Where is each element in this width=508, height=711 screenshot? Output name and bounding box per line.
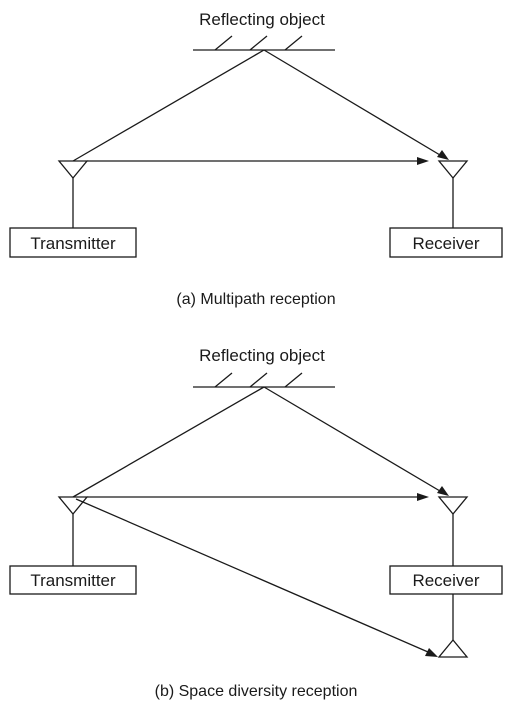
caption-a: (a) Multipath reception — [176, 291, 335, 308]
transmitter-box: Transmitter — [9, 565, 137, 595]
reflecting-object-label: Reflecting object — [199, 10, 325, 29]
transmitter-antenna — [57, 496, 89, 566]
antenna-icon — [57, 496, 89, 516]
receiver-box: Receiver — [389, 227, 503, 258]
antenna-icon — [437, 496, 469, 516]
receiver-box: Receiver — [389, 565, 503, 595]
arrowhead — [437, 150, 449, 160]
receiver-antenna — [437, 160, 469, 228]
receiver-label: Receiver — [412, 234, 479, 253]
panel-multipath: Reflecting object Transmitter Receiver — [9, 10, 503, 308]
panel-space-diversity: Reflecting object Transmitter — [9, 346, 503, 700]
diversity-path-arrow — [75, 498, 429, 653]
antenna-icon — [57, 160, 89, 180]
hatch-mark — [249, 35, 268, 51]
reflected-path-outgoing — [263, 386, 446, 495]
arrowhead — [425, 648, 438, 657]
hatch-mark — [249, 372, 268, 388]
transmitter-box: Transmitter — [9, 227, 137, 258]
transmitter-antenna — [57, 160, 89, 228]
caption-b: (b) Space diversity reception — [155, 683, 358, 700]
hatch-mark — [284, 372, 303, 388]
arrowhead — [417, 493, 429, 501]
arrowhead — [437, 486, 449, 496]
reflecting-surface — [193, 35, 335, 51]
reflecting-object-label: Reflecting object — [199, 346, 325, 365]
antenna-icon — [437, 638, 469, 658]
receiver-antenna-upper — [437, 496, 469, 566]
receiver-antenna-lower — [437, 594, 469, 658]
antenna-icon — [437, 160, 469, 180]
hatch-mark — [214, 35, 233, 51]
transmitter-label: Transmitter — [30, 571, 116, 590]
transmitter-label: Transmitter — [30, 234, 116, 253]
reflecting-surface — [193, 372, 335, 388]
reflected-path-incident — [72, 386, 265, 498]
reflected-path-incident — [72, 49, 265, 162]
reflected-path-outgoing — [263, 49, 446, 159]
hatch-mark — [284, 35, 303, 51]
hatch-mark — [214, 372, 233, 388]
arrowhead — [417, 157, 429, 165]
receiver-label: Receiver — [412, 571, 479, 590]
